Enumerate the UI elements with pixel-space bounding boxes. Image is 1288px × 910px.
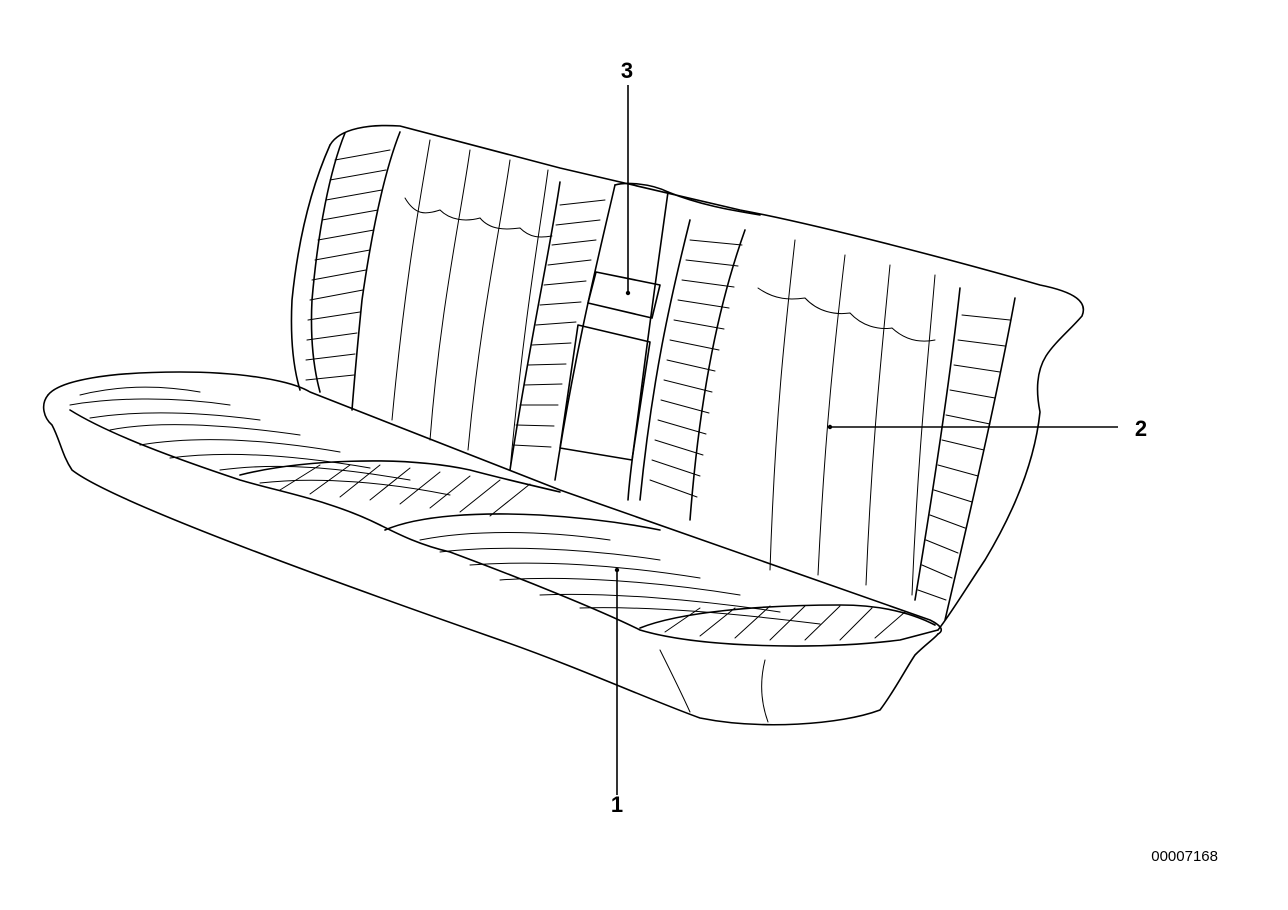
callout-label-1: 1: [611, 792, 623, 817]
backrest: [290, 124, 1085, 631]
right-seat-ribs: [419, 532, 821, 625]
callout-label-3: 3: [621, 58, 633, 83]
center-armrest-panel: [559, 182, 669, 501]
drawing-number: 00007168: [1151, 848, 1218, 865]
callouts: 1 2 3: [611, 58, 1147, 817]
callout-label-2: 2: [1135, 416, 1147, 441]
center-seat-ribs: [279, 464, 531, 517]
center-right-ribs: [649, 239, 743, 498]
leader-dot-1: [614, 567, 620, 573]
seat-cushion: [42, 371, 942, 726]
right-bolster-ribs: [917, 314, 1011, 601]
left-bolster-ribs: [305, 149, 391, 381]
leader-dot-3: [625, 290, 631, 296]
left-seat-ribs: [69, 386, 451, 496]
leader-lines: [614, 85, 1118, 795]
leader-dot-2: [827, 424, 833, 430]
right-front-ribs: [664, 605, 906, 641]
center-left-ribs: [512, 199, 606, 448]
